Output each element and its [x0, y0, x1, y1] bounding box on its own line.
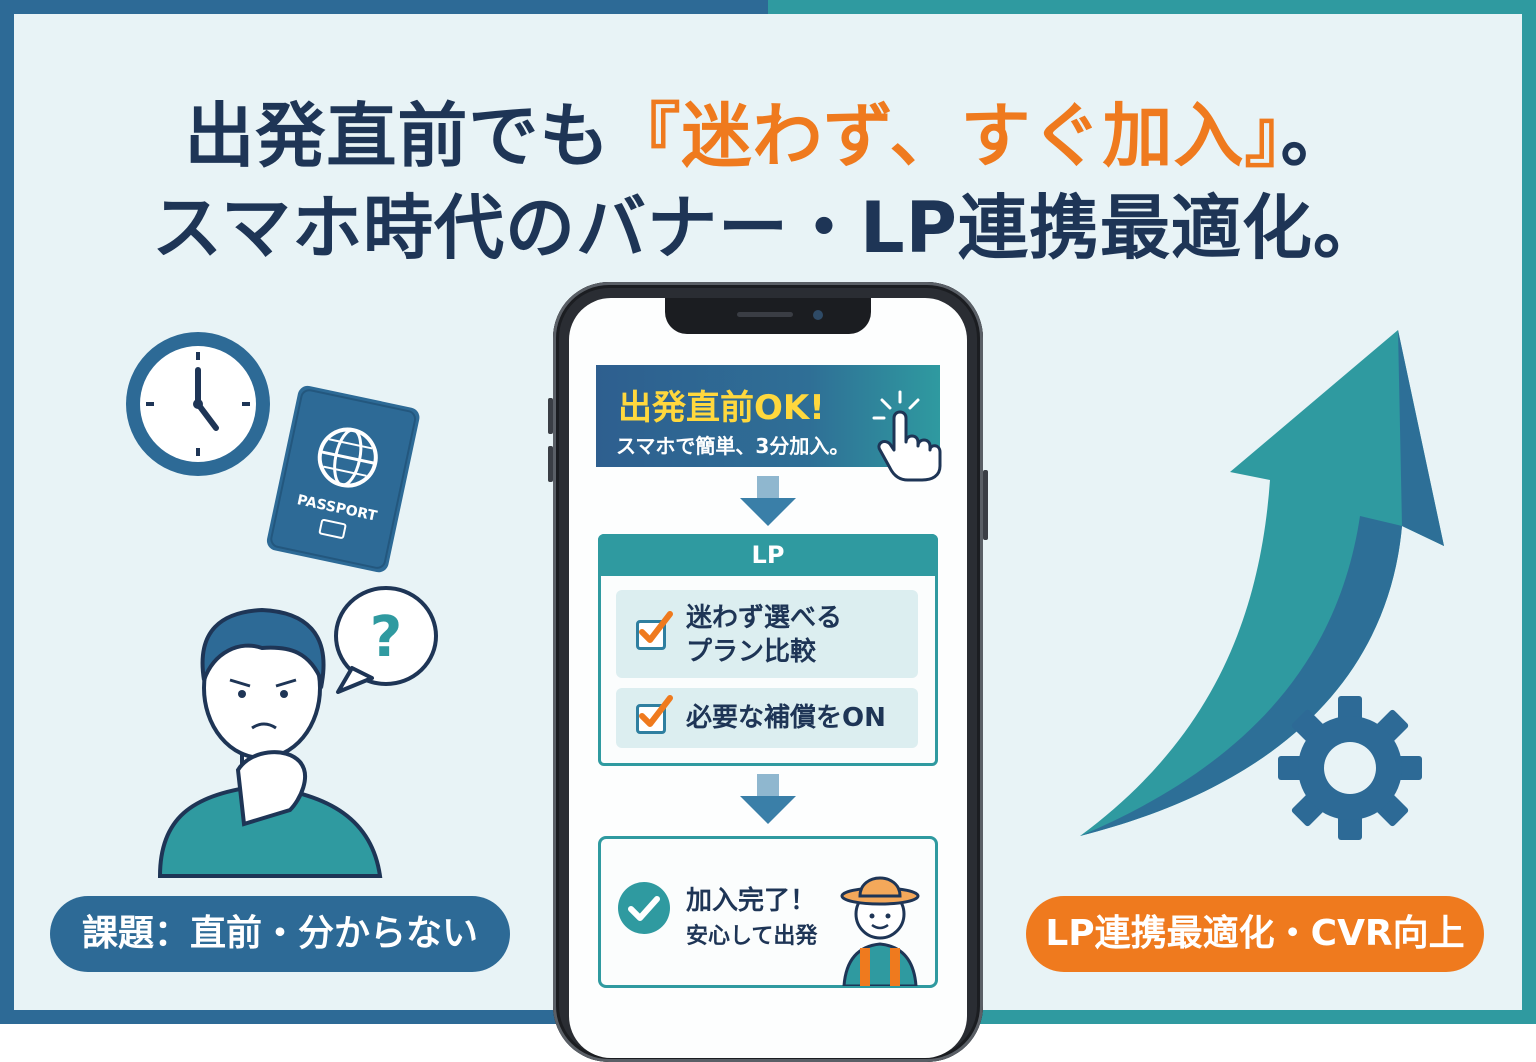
confused-person-icon [157, 607, 383, 878]
headline-suffix: 。 [1280, 95, 1352, 177]
lp-item-1-line-2: プラン比較 [686, 637, 817, 667]
banner-title: 出発直前OK! [618, 388, 825, 428]
checkmark-icon [639, 695, 673, 727]
growth-arrow-icon [1080, 330, 1444, 836]
result-badge: LP連携最適化・CVR向上 [1026, 896, 1484, 972]
lp-item-1-line-1: 迷わず選べる [686, 603, 843, 633]
checkmark-icon [639, 611, 673, 643]
completion-subtitle: 安心して出発 [686, 924, 818, 949]
camera-icon [813, 310, 823, 320]
check-circle-icon [618, 882, 670, 934]
gear-icon [1278, 696, 1422, 840]
arrow-down-icon [740, 774, 796, 824]
issue-badge: 課題：直前・分からない [50, 896, 510, 972]
arrow-down-icon [740, 476, 796, 526]
right-illustration [1080, 330, 1444, 840]
speaker [737, 312, 793, 317]
lp-item-plan-compare[interactable] [616, 590, 918, 678]
headline-line-1: 出発直前でも『迷わず、すぐ加入』。 [0, 80, 1536, 181]
volume-button [548, 398, 553, 434]
phone-notch [665, 298, 871, 334]
lp-header-label: LP [751, 541, 785, 569]
headline-highlight: 『迷わず、すぐ加入』 [610, 95, 1281, 177]
banner-subtitle: スマホで簡単、3分加入。 [616, 434, 850, 458]
completion-title: 加入完了！ [686, 886, 817, 916]
headline-prefix: 出発直前でも [184, 95, 611, 177]
lp-header [598, 534, 938, 576]
traveler-icon [840, 876, 920, 986]
headline-line-2: スマホ時代のバナー・LP連携最適化。 [152, 187, 1384, 269]
left-illustration: PASSPORT ? [126, 332, 438, 878]
volume-button [548, 446, 553, 482]
lp-item-2-line-1: 必要な補償をON [686, 703, 886, 733]
question-bubble: ? [334, 586, 438, 694]
clock-icon [126, 332, 270, 476]
tap-hand-icon [872, 390, 942, 482]
power-button [983, 470, 988, 540]
passport-icon: PASSPORT [266, 385, 420, 573]
question-mark: ? [370, 605, 402, 670]
